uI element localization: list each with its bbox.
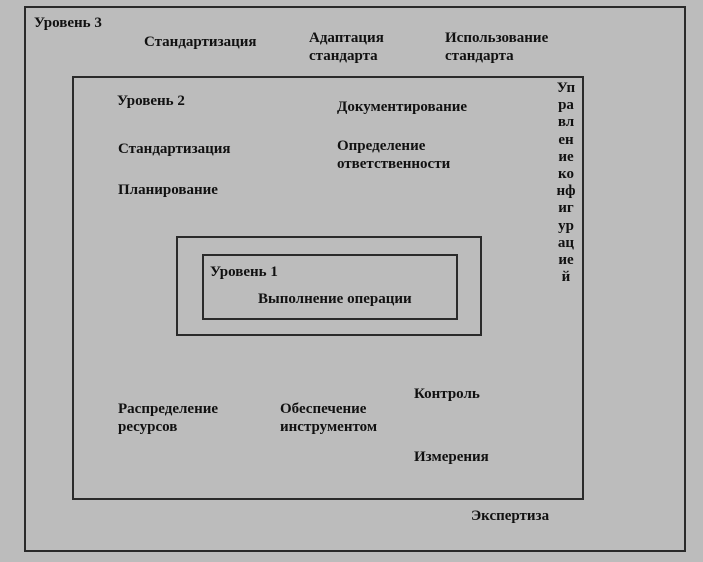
level2-standardization-label: Стандартизация [118,141,231,157]
level3-box [24,6,686,552]
level1-outer-box [176,236,482,336]
level3-adaptation-label: Адаптация стандарта [309,29,384,65]
level2-responsibility-label: Определение ответственности [337,137,450,173]
level2-title: Уровень 2 [117,93,185,109]
level1-operation-label: Выполнение операции [258,291,412,307]
level3-title: Уровень 3 [34,15,102,31]
level2-tools-line-1: Обеспечение [280,401,367,417]
level2-control-label: Контроль [414,386,480,402]
level3-standardization-label: Стандартизация [144,34,257,50]
level2-resources-label: Распределение ресурсов [118,400,218,436]
level2-measurement-label: Измерения [414,449,489,465]
level3-adaptation-line-1: Адаптация [309,30,384,46]
level2-resources-line-1: Распределение [118,401,219,417]
level2-planning-label: Планирование [118,182,218,198]
configuration-management-vertical-label: Управление конфигурацией [556,80,578,286]
level1-title: Уровень 1 [210,264,278,280]
level3-adaptation-line-2: стандарта [309,48,378,64]
level2-documentation-label: Документирование [337,99,468,115]
level2-responsibility-line-2: ответственности [337,156,451,172]
level2-responsibility-line-1: Определение [337,138,426,154]
level3-usage-line-1: Использование [445,30,549,46]
level3-usage-label: Использование стандарта [445,29,548,65]
level3-expertise-label: Экспертиза [471,508,550,524]
level3-usage-line-2: стандарта [445,48,514,64]
level2-box [72,76,584,500]
level2-tools-label: Обеспечение инструментом [280,400,377,436]
level2-resources-line-2: ресурсов [118,419,178,435]
level1-inner-box [202,254,458,320]
level2-tools-line-2: инструментом [280,419,378,435]
